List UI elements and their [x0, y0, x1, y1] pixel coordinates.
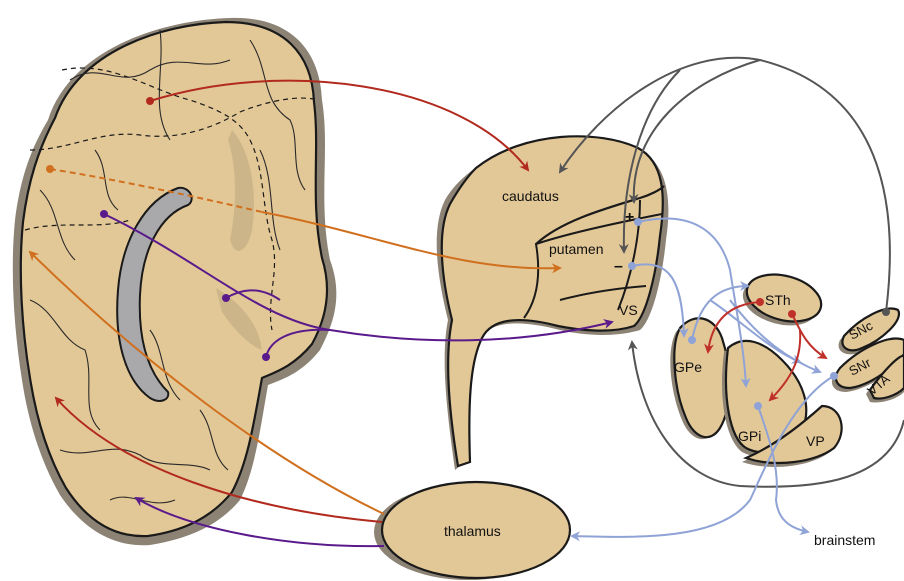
associative-origin-dot — [46, 165, 54, 173]
plus-sign: + — [625, 209, 634, 226]
cortex-surface — [21, 22, 327, 536]
snc-origin-dot — [882, 308, 890, 316]
minus-origin-dot — [628, 262, 636, 270]
vp-label: VP — [806, 433, 825, 449]
gpe-origin-dot — [688, 336, 696, 344]
caudatus-label: caudatus — [502, 188, 559, 204]
vs-label: VS — [619, 302, 638, 318]
putamen-label: putamen — [549, 241, 603, 257]
snr-origin-dot — [830, 372, 838, 380]
sth-origin-dot — [756, 298, 764, 306]
thalamus: thalamus — [374, 482, 570, 580]
sth-origin-dot — [788, 310, 796, 318]
limbic-origin-dot — [100, 210, 108, 218]
motor-origin-dot — [146, 97, 154, 105]
brainstem-label: brainstem — [814, 532, 875, 548]
sth-label: STh — [765, 292, 791, 308]
gpi-origin-dot — [754, 402, 762, 410]
thalamus-label: thalamus — [444, 523, 501, 539]
minus-sign: – — [614, 258, 623, 275]
plus-origin-dot — [634, 218, 642, 226]
limbic-origin-dot — [222, 294, 230, 302]
gpe-label: GPe — [674, 359, 702, 375]
basal-nuclei: STh GPe GPi VP SNc SNr VTA — [670, 267, 904, 467]
limbic-origin-dot — [262, 353, 270, 361]
gpi-label: GPi — [738, 428, 761, 444]
